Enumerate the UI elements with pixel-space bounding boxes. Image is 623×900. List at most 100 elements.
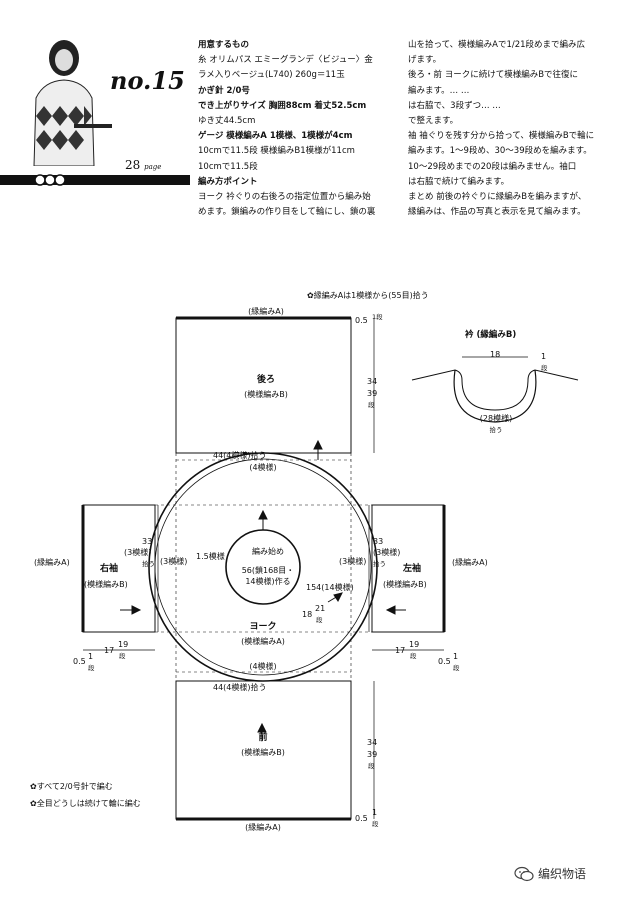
instructions-line: 10～29段めまでの20段は編みません。袖口 [408, 161, 577, 172]
materials-line: ゲージ 模様編みA 1模様、1模様が4cm [198, 131, 353, 142]
right-sleeve-cuff2: 1 [88, 652, 94, 661]
collar-pick-unit: 拾う [489, 426, 503, 434]
left-sleeve-name: 左袖 [403, 564, 422, 574]
instructions-line: は右脇で続けて編みます。 [408, 176, 510, 187]
instructions-line: 山を拾って、模様編みAで1/21段めまで編み広 [408, 40, 586, 50]
back-dim-top: 0.5 [355, 316, 368, 325]
materials-line: でき上がりサイズ 胸囲88cm 着丈52.5cm [198, 100, 367, 111]
yoke-left-note: (3模様) [160, 557, 188, 566]
left-sleeve-bottom2: 19 [409, 640, 420, 649]
back-edge-label: (縁編みA) [248, 307, 284, 316]
front-dim-h2: 39 [367, 750, 378, 759]
yoke-left-dim: 1.5模様 [196, 552, 225, 561]
left-sleeve-cuff-unit: 段 [453, 664, 460, 672]
page-unit: page [144, 163, 162, 171]
front-dim-bot-unit: 段 [372, 820, 379, 828]
materials-line: ラメ入りベージュ(L740) 260g＝11玉 [198, 70, 345, 81]
yoke-inner-ring [154, 458, 372, 676]
instructions-line: 後ろ・前 ヨークに続けて模様編みBで往復に [408, 70, 579, 81]
front-name: 前 [258, 733, 268, 743]
yoke-small-dim-unit: 段 [316, 616, 323, 624]
back-bottom-pick: 44(4模様)拾う [213, 451, 267, 460]
left-sleeve-pick-note: (3模様) [373, 548, 401, 557]
instructions-line: 袖 袖ぐりを残す分から拾って、模様編みBで輪に [408, 131, 595, 142]
back-pattern: (模様編みB) [244, 390, 288, 399]
right-sleeve-bottom2: 19 [118, 640, 129, 649]
yoke-outer-ring [148, 452, 378, 682]
instructions-line: げます。 [408, 55, 442, 66]
front-dim-h: 34 [367, 738, 378, 747]
wechat-icon [514, 866, 534, 881]
page-number: 28 [125, 158, 141, 172]
right-sleeve-pick-top: 33 [142, 537, 153, 546]
materials-list: 用意するもの糸 オリムパス エミーグランデ〈ビジュー〉金ラメ入りベージュ(L74… [198, 38, 398, 220]
instructions-line: 編みます。… … [408, 85, 470, 96]
instructions-line: まとめ 前後の衿ぐりに縁編みBを編みますが、 [408, 192, 587, 203]
yoke-right-note: (3模様) [339, 557, 367, 566]
instructions-line: で整えます。 [408, 116, 459, 127]
back-dim-h: 34 [367, 377, 378, 386]
materials-line: ヨーク 衿ぐりの右後ろの指定位置から編み始 [198, 192, 371, 203]
instructions-column: 山を拾って、模様編みAで1/21段めまで編み広げます。後ろ・前 ヨークに続けて模… [408, 38, 613, 220]
pattern-number-text: no.15 [110, 66, 185, 95]
right-sleeve-edge-label: (縁編みA) [34, 558, 70, 567]
back-dim-h-unit: 段 [368, 401, 375, 409]
collar-side: 1 [541, 352, 547, 361]
left-sleeve-bottom-unit: 段 [410, 652, 417, 660]
yoke-small-dim: 18 [302, 610, 313, 619]
collar-name: 衿 (縁編みB) [465, 330, 517, 340]
materials-column: 用意するもの糸 オリムパス エミーグランデ〈ビジュー〉金ラメ入りベージュ(L74… [198, 38, 398, 220]
front-dim-bot2: 1 [372, 808, 378, 817]
collar-width: 18 [490, 350, 501, 359]
back-name: 後ろ [256, 375, 275, 385]
header-band [0, 175, 190, 185]
left-sleeve-edge-label: (縁編みA) [452, 558, 488, 567]
yoke-pattern: (模様編みA) [241, 637, 285, 646]
instructions-line: は右脇で、3段ずつ… … [408, 100, 501, 111]
band-ornament-icon [34, 174, 66, 186]
front-dim-h-unit: 段 [368, 762, 375, 770]
instructions-line: 縁編みは、作品の写真と表示を見て編みます。 [408, 207, 586, 218]
collar-side-unit: 段 [541, 364, 548, 372]
materials-line: かぎ針 2/0号 [198, 85, 250, 96]
front-edge-label: (縁編みA) [245, 823, 281, 832]
instructions-list: 山を拾って、模様編みAで1/21段めまで編み広げます。後ろ・前 ヨークに続けて模… [408, 38, 613, 220]
yoke-name: ヨーク [249, 622, 277, 632]
materials-line: 10cmで11.5段 [198, 161, 258, 172]
materials-line: 糸 オリムパス エミーグランデ〈ビジュー〉金 [198, 55, 373, 66]
back-dim-h2: 39 [367, 389, 378, 398]
right-sleeve-cuff: 0.5 [73, 657, 86, 666]
collar-pick: (28模様) [479, 414, 513, 423]
left-sleeve-pick-top: 33 [373, 537, 384, 546]
right-sleeve-bottom-unit: 段 [119, 652, 126, 660]
front-dim-bot: 0.5 [355, 814, 368, 823]
yoke-top-label: (4模様) [249, 463, 277, 472]
watermark: 编织物语 [514, 865, 586, 882]
materials-line: ゆき丈44.5cm [198, 116, 256, 127]
back-dim-top-unit: 1段 [372, 313, 383, 321]
right-sleeve-bottom: 17 [104, 646, 115, 655]
watermark-text: 编织物语 [538, 867, 587, 881]
left-sleeve-cuff: 0.5 [438, 657, 451, 666]
cast-on-label-2: 14模様)作る [245, 577, 291, 586]
left-sleeve-cuff2: 1 [453, 652, 459, 661]
note-1: ✿すべて2/0号針で編む [30, 782, 113, 791]
back-panel [175, 317, 352, 454]
right-sleeve-name: 右袖 [100, 564, 119, 574]
left-sleeve-pattern: (模様編みB) [383, 580, 427, 589]
yoke-side-dim: 154(14模様) [306, 583, 354, 592]
materials-line: 10cmで11.5段 模様編みB1模様が11cm [198, 146, 355, 157]
cast-on-label: 56(鎖168目・ [241, 566, 295, 575]
left-sleeve-pick-note2: 拾う [373, 560, 386, 568]
right-sleeve-cuff-unit: 段 [88, 664, 95, 672]
yoke-small-dim2: 21 [315, 604, 326, 613]
right-sleeve-pick-note2: 拾う [142, 560, 155, 568]
instructions-line: 編みます。1～9段め、30～39段めを編みます。 [408, 146, 592, 157]
model-photo [14, 36, 114, 166]
right-sleeve-pick-note: (3模様) [124, 548, 152, 557]
start-label: 編み始め [252, 547, 284, 556]
materials-line: めます。鎖編みの作り目をして輪にし、鎖の裏 [198, 207, 376, 218]
right-sleeve-pattern: (模様編みB) [84, 580, 128, 589]
yoke-bottom-label: (4模様) [249, 662, 277, 671]
